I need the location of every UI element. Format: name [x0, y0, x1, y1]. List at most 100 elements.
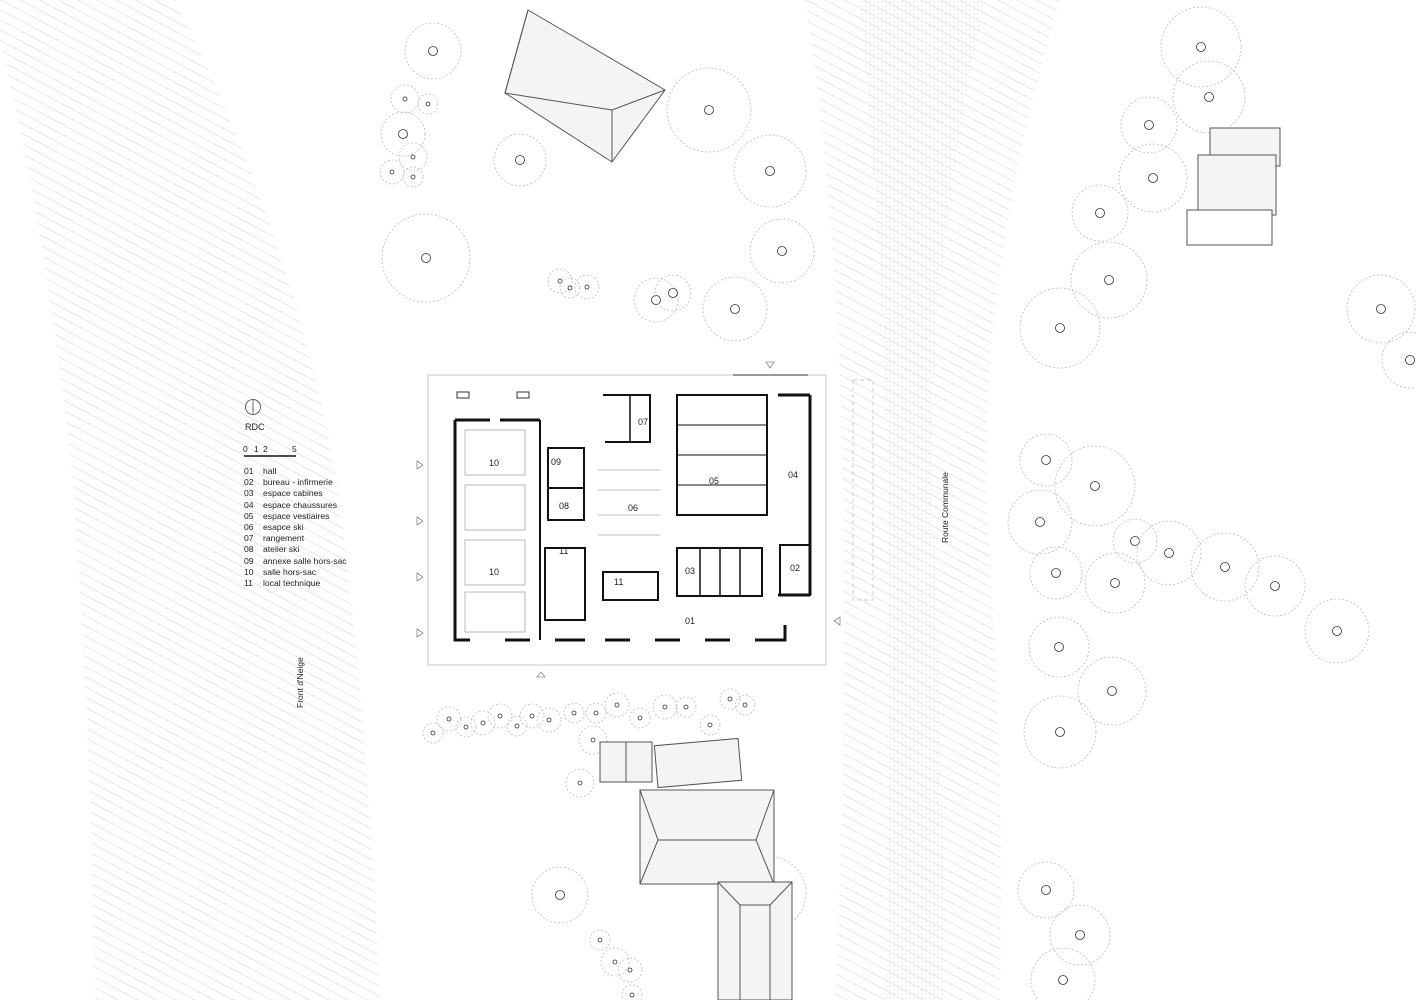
- tree-trunk: [683, 704, 689, 710]
- site-details: [456, 374, 808, 399]
- tree-canopy: [1112, 518, 1158, 564]
- tree-canopy: [1049, 904, 1111, 966]
- scale-tick-5: 5: [292, 444, 297, 454]
- tree-canopy: [1071, 184, 1129, 242]
- tree-canopy: [617, 957, 643, 983]
- tree-canopy: [749, 218, 815, 284]
- tree-trunk: [1051, 568, 1061, 578]
- tree-trunk: [584, 284, 590, 290]
- tree-canopy: [417, 93, 439, 115]
- tree-canopy: [699, 714, 721, 736]
- tree-trunk: [577, 780, 583, 786]
- tree-canopy: [422, 722, 444, 744]
- tree-trunk: [410, 154, 416, 160]
- tree-canopy: [589, 929, 611, 951]
- tree-canopy: [455, 716, 477, 738]
- tree-trunk: [571, 710, 577, 716]
- tree-canopy: [519, 703, 545, 729]
- tree-trunk: [402, 96, 408, 102]
- tree-canopy: [654, 274, 692, 312]
- tree-canopy: [547, 268, 573, 294]
- tree-canopy: [493, 133, 547, 187]
- tree-canopy: [675, 696, 697, 718]
- tree-canopy: [1029, 546, 1083, 600]
- tree-canopy: [633, 277, 679, 323]
- tree-canopy: [1077, 656, 1147, 726]
- tree-trunk: [1110, 578, 1120, 588]
- tree-canopy: [1019, 287, 1101, 369]
- tree-canopy: [585, 702, 607, 724]
- scale-tick-2: 2: [263, 444, 268, 454]
- tree-canopy: [1084, 552, 1146, 614]
- tree-trunk: [730, 304, 740, 314]
- tree-trunk: [704, 105, 714, 115]
- tree-trunk: [1055, 727, 1065, 737]
- tree-canopy: [1304, 598, 1370, 664]
- room-04: 04: [788, 470, 798, 480]
- tree-canopy: [470, 710, 496, 736]
- tree-canopy: [1054, 445, 1136, 527]
- tree-canopy: [719, 688, 741, 710]
- room-07: 07: [638, 417, 648, 427]
- tree-trunk: [1041, 885, 1051, 895]
- tree-canopy: [402, 166, 424, 188]
- tree-trunk: [662, 704, 668, 710]
- road-surface: [860, 0, 985, 1000]
- plot-outline: [427, 374, 827, 666]
- tree-canopy: [666, 67, 752, 153]
- tree-canopy: [381, 213, 471, 303]
- tree-trunk: [555, 890, 565, 900]
- tree-trunk: [1075, 930, 1085, 940]
- tree-trunk: [651, 295, 661, 305]
- road-label: Route Communale: [940, 472, 950, 543]
- snow-front-label: Front d'Neige: [295, 657, 305, 708]
- tree-canopy: [390, 84, 420, 114]
- tree-canopy: [621, 984, 643, 1000]
- tree-trunk: [480, 720, 486, 726]
- tree-canopy: [536, 707, 562, 733]
- tree-trunk: [765, 166, 775, 176]
- tree-canopy: [1007, 489, 1073, 555]
- tree-canopy: [1070, 241, 1148, 319]
- tree-canopy: [1028, 616, 1090, 678]
- tree-canopy: [652, 694, 678, 720]
- trees-group: [379, 6, 1416, 1000]
- tree-canopy: [559, 277, 581, 299]
- parking-outline: [852, 379, 874, 601]
- tree-trunk: [515, 155, 525, 165]
- tree-canopy: [629, 707, 651, 729]
- tree-trunk: [1220, 562, 1230, 572]
- tree-trunk: [557, 278, 563, 284]
- tree-canopy: [404, 22, 462, 80]
- tree-trunk: [1095, 208, 1105, 218]
- tree-trunk: [742, 702, 748, 708]
- tree-trunk: [1270, 581, 1280, 591]
- entrance-markers: [416, 361, 841, 678]
- tree-canopy: [398, 142, 428, 172]
- tree-trunk: [1332, 626, 1342, 636]
- tree-trunk: [1148, 173, 1158, 183]
- tree-trunk: [1054, 642, 1064, 652]
- tree-canopy: [574, 274, 600, 300]
- tree-trunk: [1058, 975, 1068, 985]
- room-03: 03: [685, 566, 695, 576]
- tree-canopy: [1120, 96, 1178, 154]
- room-numbers: 10 09 08 07 06 05 04 11 10 11 03 02 01: [489, 417, 800, 626]
- room-10b: 10: [489, 567, 499, 577]
- room-11a: 11: [559, 546, 568, 556]
- tree-canopy: [1136, 520, 1202, 586]
- tree-canopy: [1023, 695, 1097, 769]
- scale-tick-1: 1: [254, 444, 259, 454]
- tree-trunk: [1107, 686, 1117, 696]
- tree-trunk: [1144, 120, 1154, 130]
- tree-trunk: [514, 723, 520, 729]
- scale-tick-0: 0: [243, 444, 248, 454]
- tree-canopy: [506, 715, 528, 737]
